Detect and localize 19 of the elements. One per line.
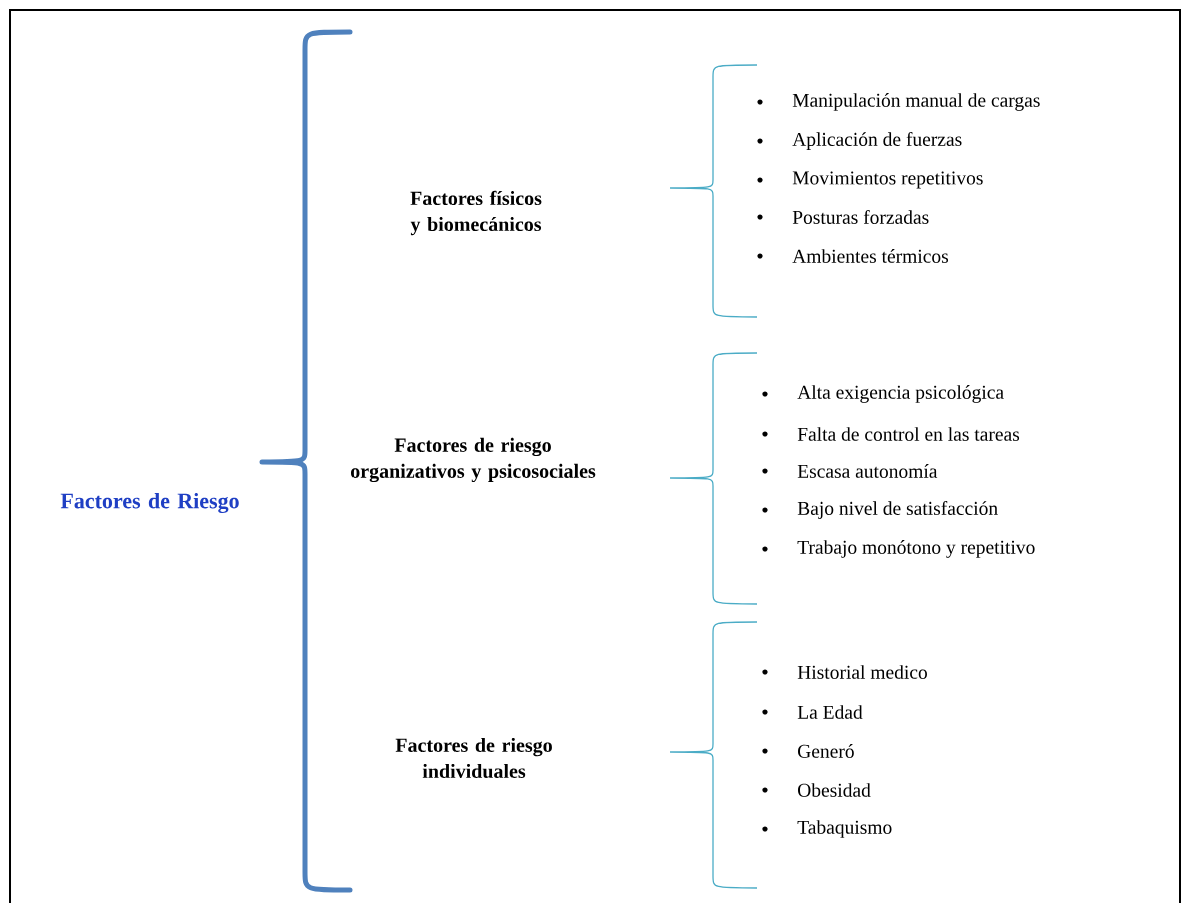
list-item: Manipulación manual de cargas	[792, 93, 1040, 111]
category-label: Factores físicos y biomecánicos	[410, 190, 542, 236]
category-label: Factores de riesgo individuales	[395, 737, 552, 779]
list-item: Obesidad	[798, 783, 871, 797]
list-item: Falta de control en las tareas	[797, 427, 1020, 441]
list-item: Generó	[798, 744, 854, 758]
title-text: Factores de Riesgo	[60, 492, 239, 514]
list-item: Movimientos repetitivos	[792, 171, 983, 189]
list-item: La Edad	[797, 705, 863, 719]
list-item: Tabaquismo	[797, 820, 892, 838]
list-item: Escasa autonomía	[797, 464, 938, 478]
list-item: Ambientes térmicos	[792, 249, 949, 263]
list-item: Aplicación de fuerzas	[792, 132, 962, 150]
list-item: Alta exigencia psicológica	[797, 385, 1004, 403]
category-label: Factores de riesgo organizativos y psicosociales	[351, 437, 596, 483]
list-item: Historial medico	[797, 665, 927, 679]
list-item: Bajo nivel de satisfacción	[797, 501, 998, 519]
list-item: Trabajo monótono y repetitivo	[797, 540, 1035, 558]
list-item: Posturas forzadas	[792, 210, 929, 224]
